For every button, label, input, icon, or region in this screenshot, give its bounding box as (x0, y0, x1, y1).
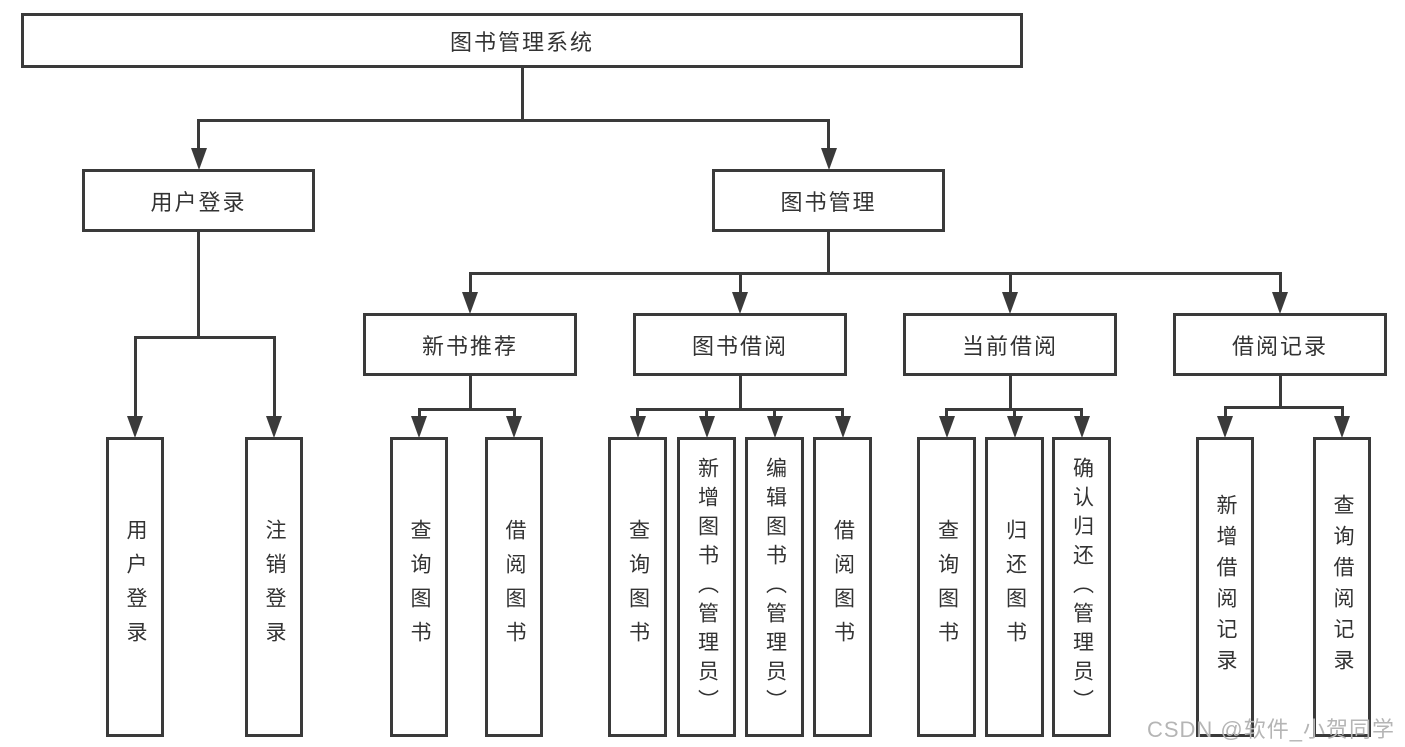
arrow-down-icon (1334, 416, 1350, 438)
arrow-down-icon (1272, 292, 1288, 314)
arrow-down-icon (820, 148, 837, 170)
connector-branch-leaf-u2 (272, 336, 276, 419)
arrow-down-icon (1006, 416, 1023, 438)
connector-branch-leaf-n1 (417, 408, 421, 419)
connector-branch-new-book-rec (468, 272, 472, 295)
node-leaf-b4: 借阅图书 (813, 437, 872, 737)
connector-drop-current-borrow (1008, 375, 1012, 411)
arrow-down-icon (629, 416, 646, 438)
connector-bus-borrow-record (1223, 406, 1344, 409)
connector-bus-root (197, 119, 830, 122)
node-label: 编辑图书（管理员） (763, 456, 787, 718)
node-borrow-record: 借阅记录 (1173, 313, 1387, 376)
arrow-down-icon (834, 416, 851, 438)
connector-branch-leaf-c1 (945, 408, 948, 419)
connector-branch-leaf-c2 (1013, 408, 1016, 419)
connector-drop-book-borrow (738, 375, 742, 411)
connector-drop-book-mgmt (827, 231, 830, 275)
node-leaf-n2: 借阅图书 (485, 437, 543, 737)
connector-drop-user-login (197, 231, 200, 339)
node-label: 图书管理 (780, 189, 877, 215)
node-label: 归还图书 (1003, 519, 1027, 655)
connector-bus-book-mgmt (468, 272, 1282, 275)
node-leaf-n1: 查询图书 (390, 437, 448, 737)
node-label: 借阅图书 (503, 519, 526, 655)
connector-branch-leaf-c3 (1080, 408, 1083, 419)
node-leaf-c3: 确认归还（管理员） (1052, 437, 1111, 737)
node-label: 用户登录 (124, 519, 147, 655)
node-label: 确认归还（管理员） (1070, 456, 1094, 718)
connector-drop-new-book-rec (468, 375, 472, 411)
arrow-down-icon (266, 416, 282, 438)
node-label: 借阅图书 (831, 519, 855, 655)
csdn-watermark: CSDN @软件_小贺同学 (1146, 717, 1395, 742)
node-label: 查询借阅记录 (1331, 494, 1354, 680)
node-leaf-r1: 新增借阅记录 (1196, 437, 1254, 737)
connector-bus-new-book-rec (417, 408, 516, 411)
arrow-down-icon (506, 416, 522, 438)
node-book-mgmt: 图书管理 (712, 169, 945, 232)
connector-branch-leaf-b4 (841, 408, 844, 419)
connector-branch-borrow-record (1278, 272, 1282, 295)
node-leaf-b1: 查询图书 (608, 437, 667, 737)
node-label: 当前借阅 (961, 333, 1058, 359)
connector-bus-book-borrow (636, 408, 844, 411)
node-label: 用户登录 (150, 189, 247, 215)
connector-branch-leaf-r2 (1340, 406, 1344, 419)
connector-branch-leaf-r1 (1223, 406, 1227, 419)
node-book-borrow: 图书借阅 (633, 313, 847, 376)
node-label: 新书推荐 (421, 333, 518, 359)
node-label: 查询图书 (408, 519, 431, 655)
arrow-down-icon (938, 416, 955, 438)
node-label: 新增图书（管理员） (695, 456, 719, 718)
node-leaf-c1: 查询图书 (917, 437, 976, 737)
connector-branch-leaf-b3 (773, 408, 776, 419)
arrow-down-icon (1073, 416, 1090, 438)
connector-drop-root (520, 67, 524, 122)
node-label: 注销登录 (263, 519, 286, 655)
node-label: 新增借阅记录 (1214, 494, 1237, 680)
arrow-down-icon (698, 416, 715, 438)
arrow-down-icon (1217, 416, 1233, 438)
node-current-borrow: 当前借阅 (903, 313, 1117, 376)
node-root: 图书管理系统 (21, 13, 1023, 68)
node-label: 查询图书 (626, 519, 650, 655)
node-leaf-b3: 编辑图书（管理员） (745, 437, 804, 737)
arrow-down-icon (190, 148, 207, 170)
node-leaf-u1: 用户登录 (106, 437, 164, 737)
node-new-book-rec: 新书推荐 (363, 313, 577, 376)
connector-branch-leaf-n2 (512, 408, 516, 419)
node-label: 图书管理系统 (449, 29, 594, 55)
arrow-down-icon (1002, 292, 1018, 314)
arrow-down-icon (732, 292, 748, 314)
connector-branch-leaf-b2 (705, 408, 708, 419)
arrow-down-icon (462, 292, 478, 314)
node-leaf-b2: 新增图书（管理员） (677, 437, 736, 737)
node-label: 借阅记录 (1231, 333, 1328, 359)
node-label: 查询图书 (935, 519, 959, 655)
arrow-down-icon (766, 416, 783, 438)
connector-bus-user-login (133, 336, 276, 339)
connector-branch-book-borrow (738, 272, 742, 295)
connector-branch-leaf-u1 (133, 336, 137, 419)
connector-branch-book-mgmt (827, 119, 830, 151)
arrow-down-icon (411, 416, 427, 438)
connector-branch-current-borrow (1008, 272, 1012, 295)
connector-branch-leaf-b1 (636, 408, 639, 419)
connector-branch-user-login (197, 119, 200, 151)
node-user-login: 用户登录 (82, 169, 315, 232)
connector-drop-borrow-record (1278, 375, 1282, 409)
node-leaf-c2: 归还图书 (985, 437, 1044, 737)
arrow-down-icon (127, 416, 143, 438)
node-leaf-r2: 查询借阅记录 (1313, 437, 1371, 737)
node-leaf-u2: 注销登录 (245, 437, 303, 737)
node-label: 图书借阅 (691, 333, 788, 359)
